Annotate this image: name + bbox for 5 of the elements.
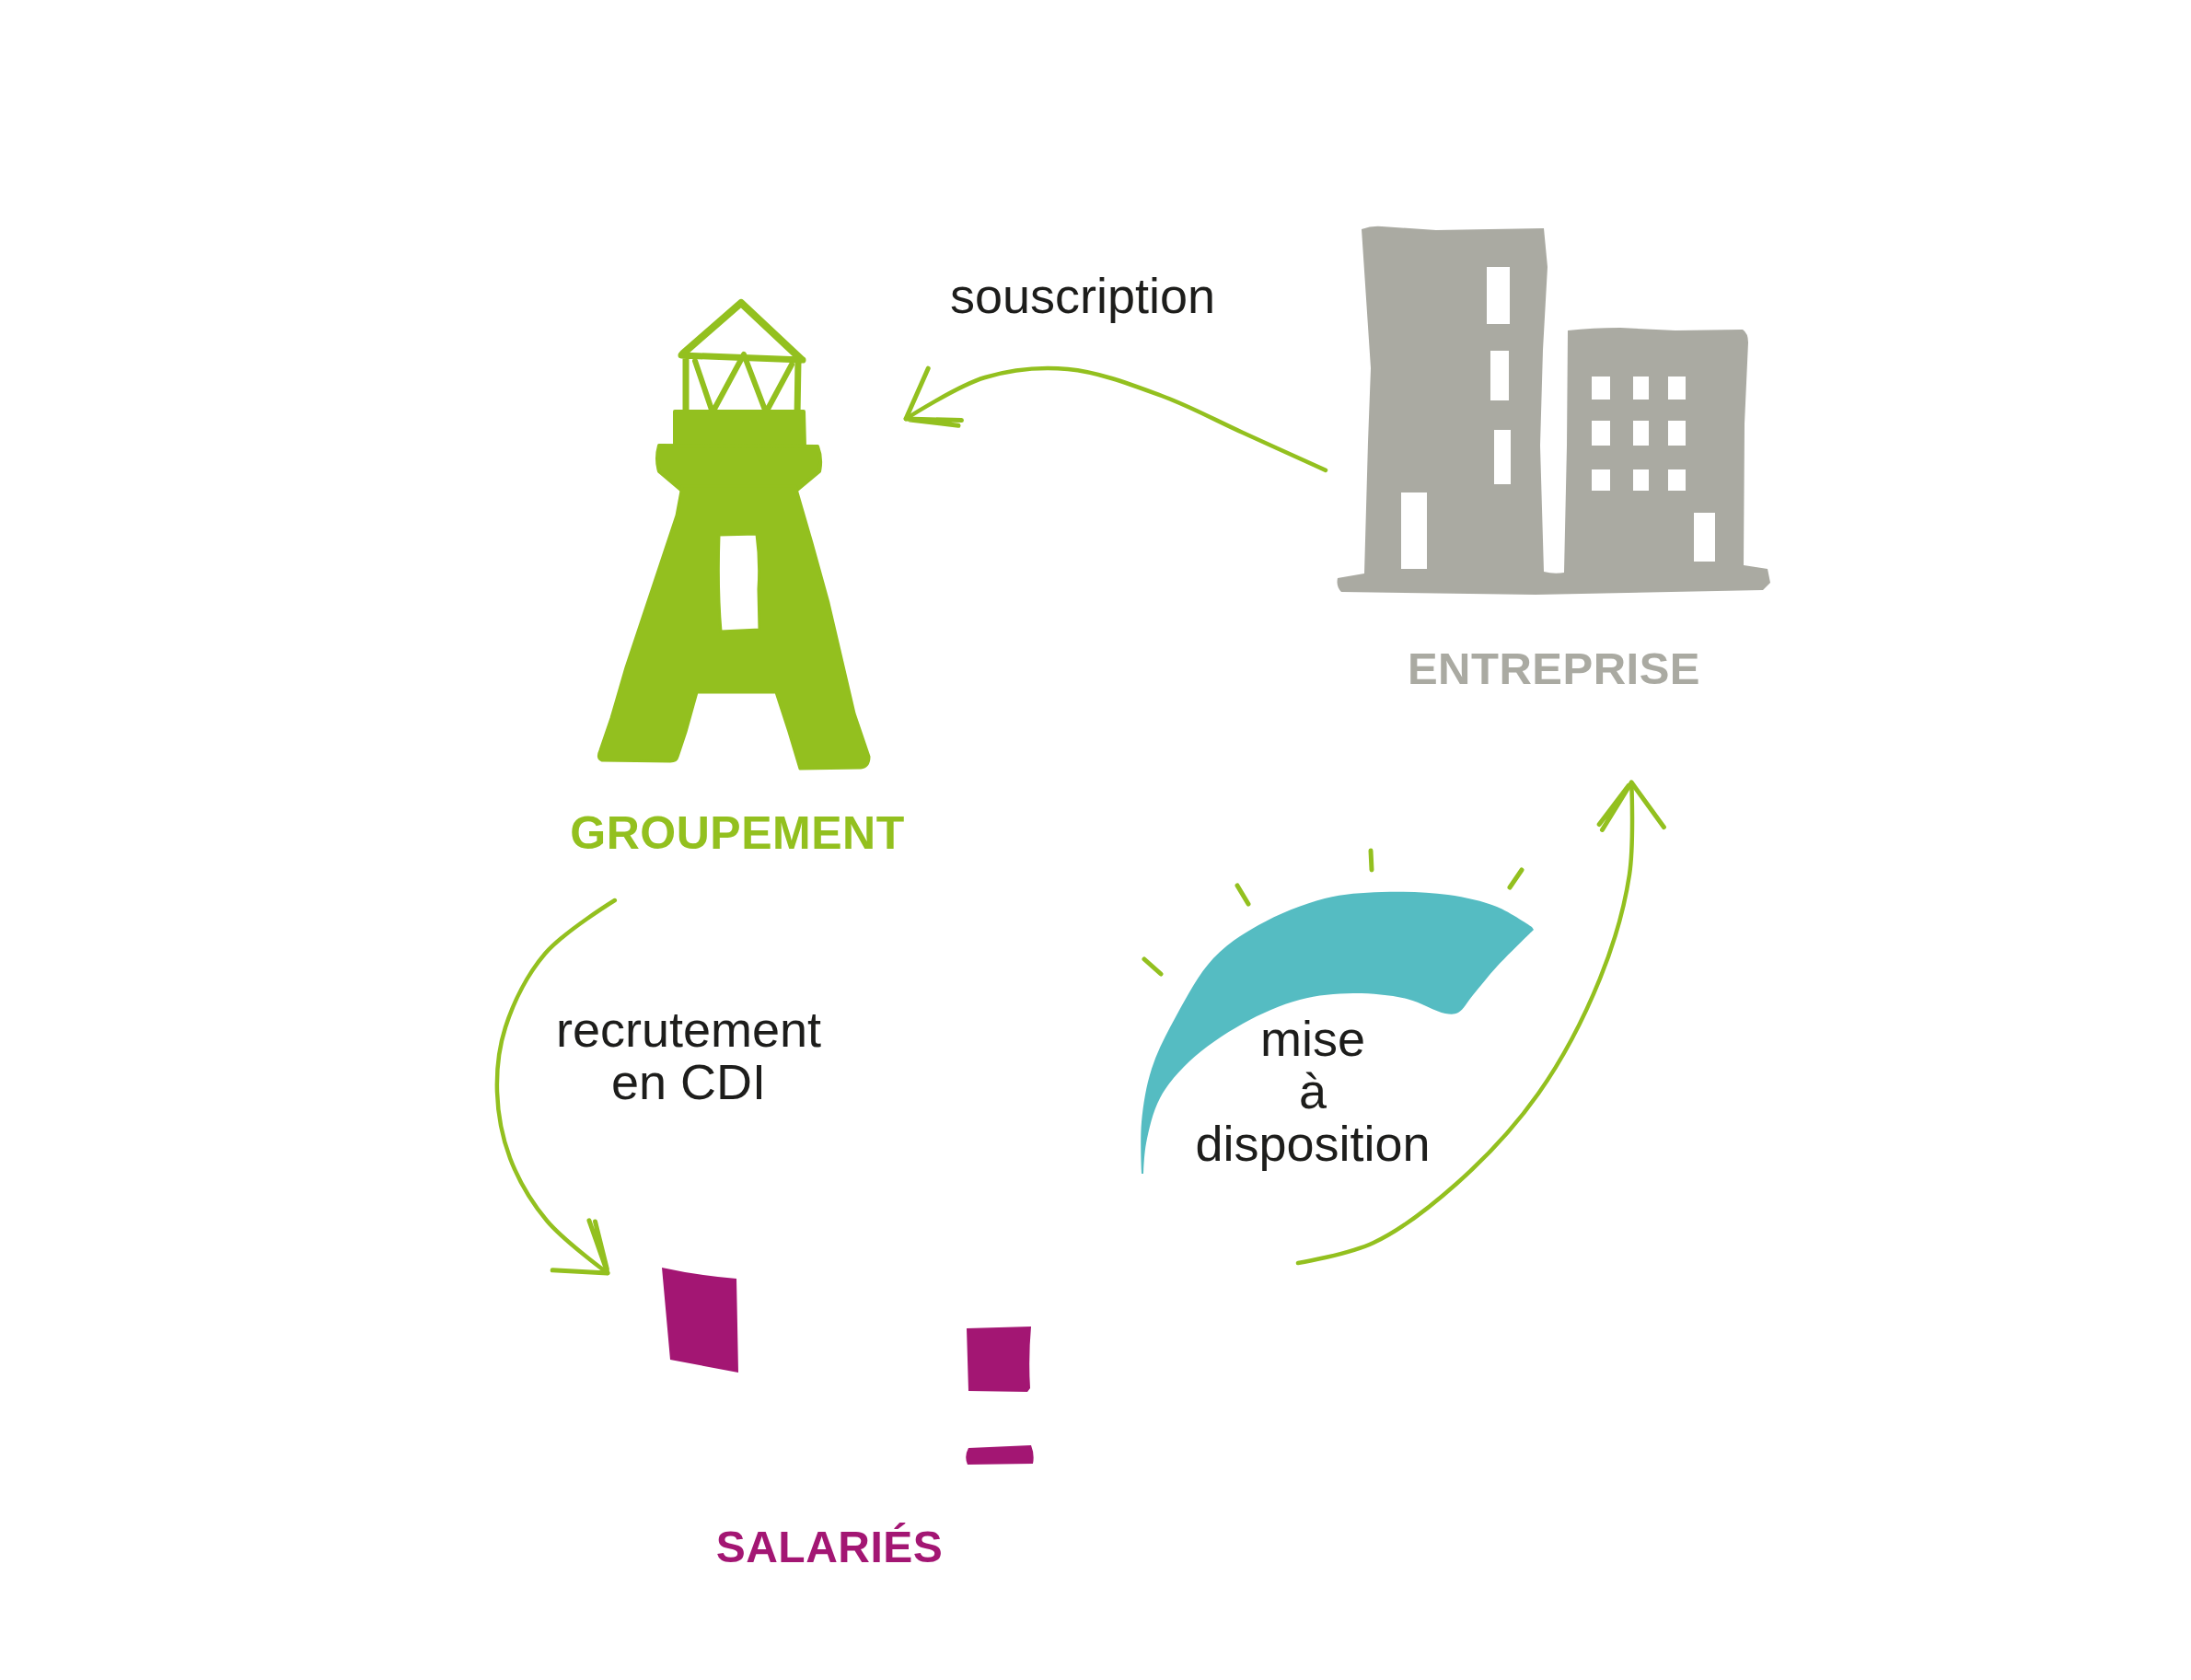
- edge-label: souscription: [949, 270, 1216, 322]
- node-label: ENTREPRISE: [1407, 646, 1701, 691]
- edge-label: recrutement en CDI: [555, 1003, 822, 1108]
- node-label: GROUPEMENT: [570, 810, 905, 856]
- edge-label: mise à disposition: [1195, 1013, 1431, 1170]
